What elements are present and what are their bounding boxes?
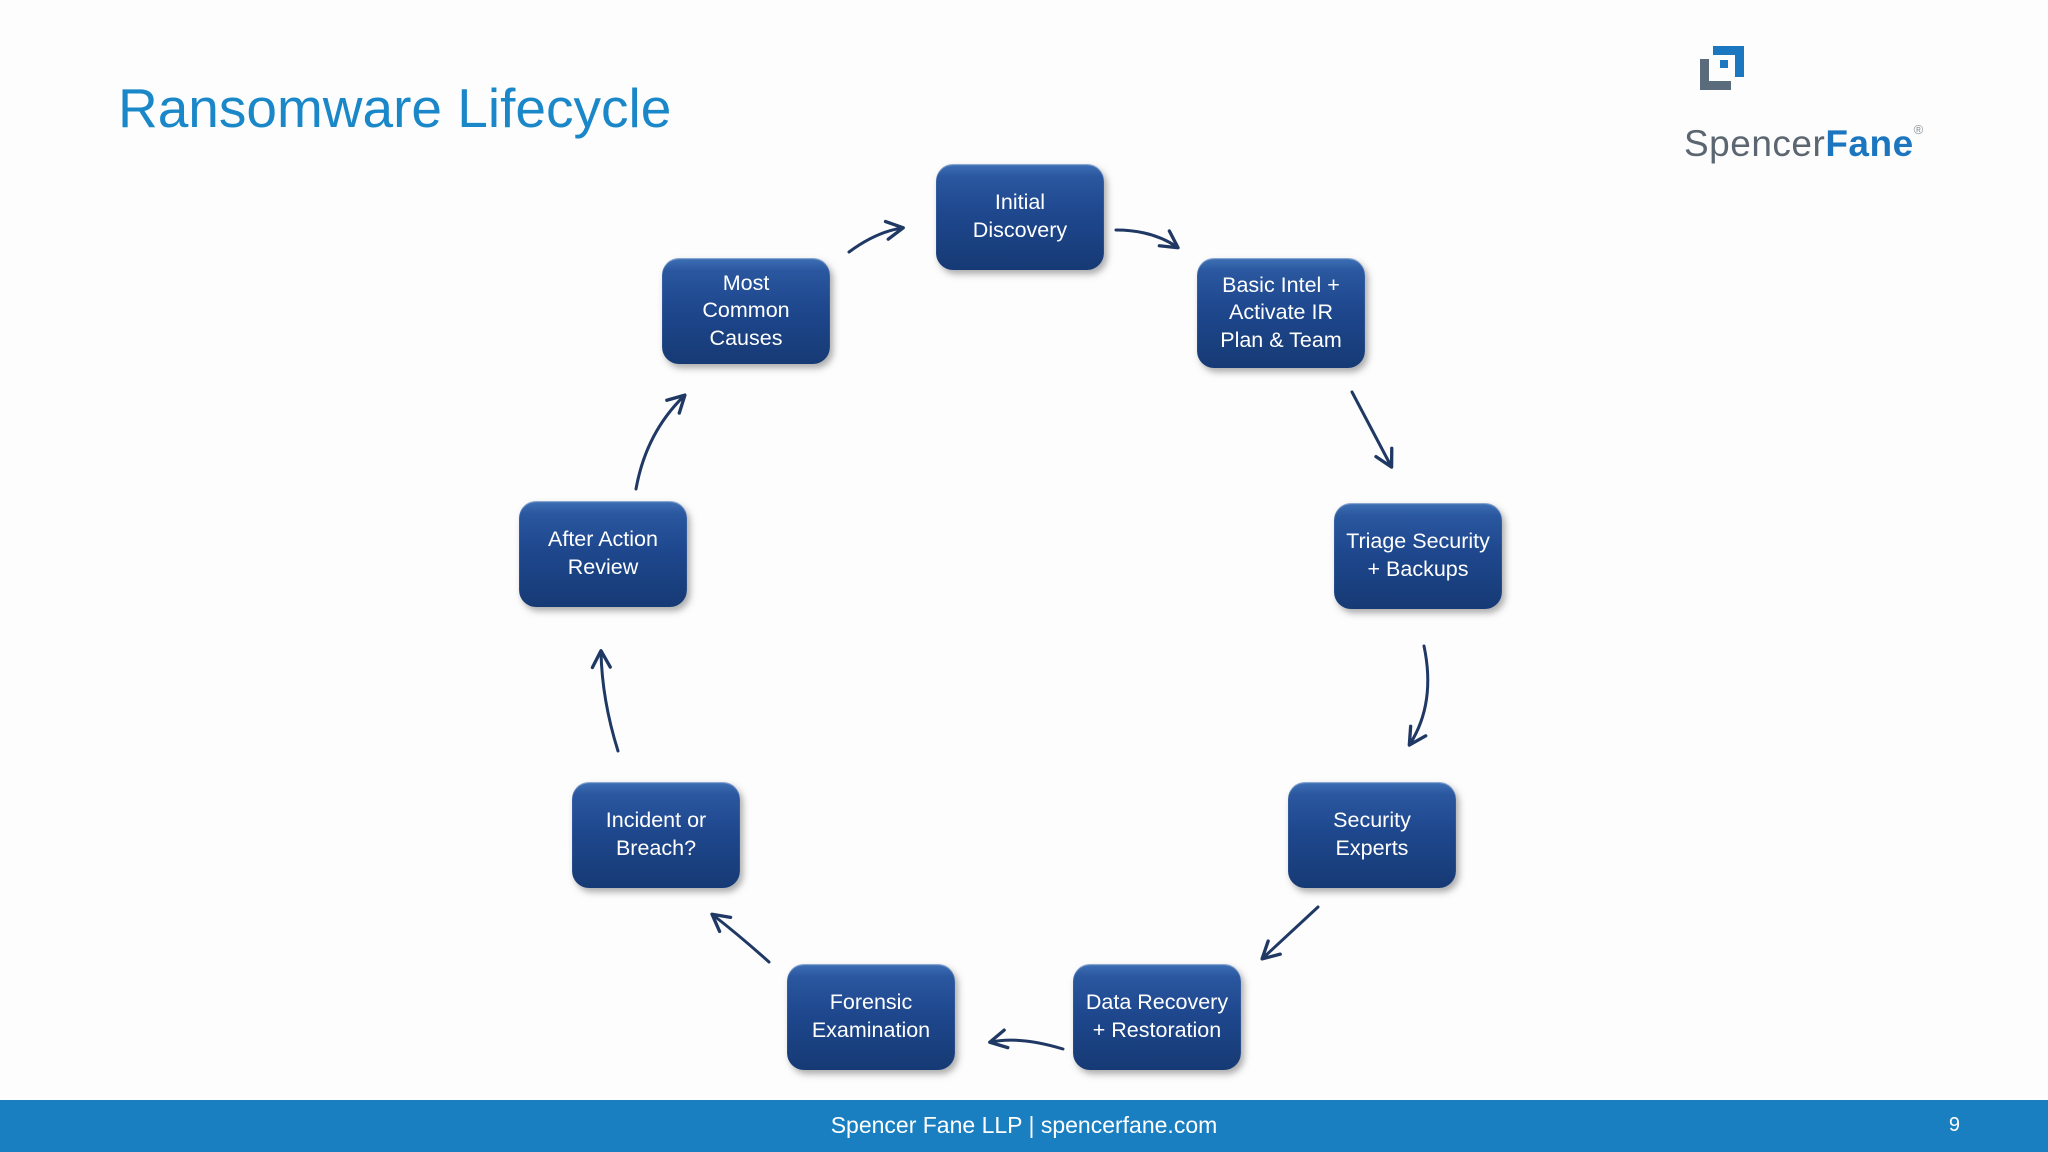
node-data-recovery-restoration: Data Recovery + Restoration — [1073, 964, 1241, 1070]
node-triage-security-backups: Triage Security + Backups — [1334, 503, 1502, 609]
node-label: Initial Discovery — [972, 190, 1068, 242]
node-incident-or-breach: Incident or Breach? — [572, 782, 740, 888]
node-label: After Action Review — [548, 527, 658, 579]
footer-text: Spencer Fane LLP | spencerfane.com — [830, 1112, 1218, 1138]
node-label: Incident or Breach? — [605, 808, 707, 860]
logo-wordmark: SpencerFane® — [1684, 122, 1924, 165]
arrow-basic-intel-to-triage — [1350, 390, 1394, 469]
logo-word-fane: Fane — [1825, 123, 1914, 164]
node-after-action-review: After Action Review — [519, 501, 687, 607]
registered-trademark-symbol: ® — [1913, 122, 1924, 137]
arrow-incident-to-after-action — [590, 649, 620, 753]
page-number: 9 — [1948, 1114, 1960, 1136]
arrow-most-common-to-initial — [847, 219, 905, 254]
arrow-after-action-to-common — [634, 393, 687, 491]
arrow-triage-to-security — [1407, 644, 1430, 747]
node-label: Security Experts — [1333, 808, 1411, 860]
node-label: Data Recovery + Restoration — [1085, 990, 1229, 1042]
node-label: Most Common Causes — [702, 270, 790, 350]
footer-bar: Spencer Fane LLP | spencerfane.com 9 — [0, 1100, 2048, 1152]
node-security-experts: Security Experts — [1288, 782, 1456, 888]
node-forensic-examination: Forensic Examination — [787, 964, 955, 1070]
node-label: Triage Security + Backups — [1346, 529, 1490, 581]
node-initial-discovery: Initial Discovery — [936, 164, 1104, 270]
page-title: Ransomware Lifecycle — [118, 77, 672, 139]
node-label: Forensic Examination — [811, 990, 931, 1042]
arrow-forensic-to-incident — [710, 912, 771, 964]
arrow-recovery-to-forensic — [988, 1028, 1065, 1051]
arrow-security-to-recovery — [1260, 905, 1320, 961]
node-basic-intel-activate-ir: Basic Intel + Activate IR Plan & Team — [1197, 258, 1365, 368]
node-most-common-causes: Most Common Causes — [662, 258, 830, 364]
spencer-fane-mark-icon — [1700, 46, 1744, 90]
arrow-initial-to-basic-intel — [1114, 228, 1180, 250]
node-label: Basic Intel + Activate IR Plan & Team — [1220, 272, 1342, 352]
logo-word-spencer: Spencer — [1684, 123, 1826, 164]
